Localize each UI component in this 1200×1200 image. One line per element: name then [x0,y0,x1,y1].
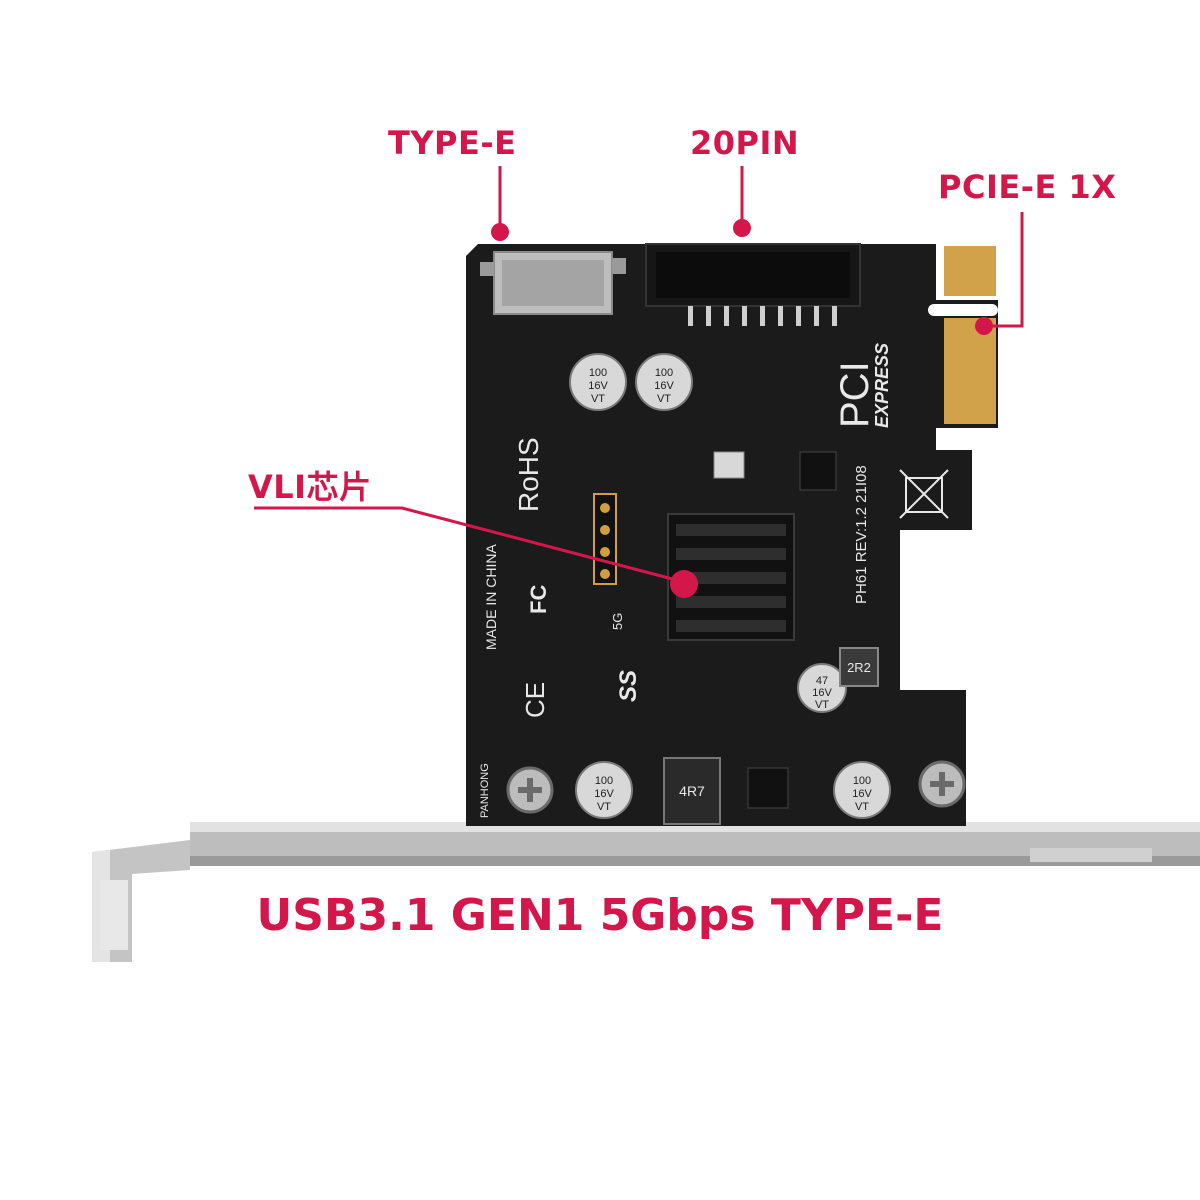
mounting-screw [506,766,554,814]
cap-label: 16V [588,380,608,392]
callout-lines [254,166,1024,598]
cap-label: VT [657,393,671,405]
cap-label: 100 [589,367,607,379]
pci-logo-text: PCI [833,361,877,428]
cap-label: 100 [853,775,871,787]
product-caption: USB3.1 GEN1 5Gbps TYPE-E [256,890,944,941]
20pin-connector [645,243,861,326]
svg-text:2R2: 2R2 [847,660,871,675]
capacitor-group [569,353,891,819]
brand-text: PANHONG [479,763,491,818]
pcie-gold-fingers [928,246,998,424]
cap-label: 16V [852,788,872,800]
cap-label: 100 [655,367,673,379]
cap-label: VT [597,801,611,813]
callout-20pin: 20PIN [690,124,800,162]
vli-chip-heatsink [667,513,795,641]
inductor-small: 2R2 [839,647,879,687]
ic-u2 [799,451,837,491]
mounting-screw [918,760,966,808]
express-logo-text: EXPRESS [872,343,892,428]
type-e-connector [480,251,626,315]
rohs-mark: RoHS [513,437,544,512]
superspeed-logo: SS [615,670,642,702]
made-in-china-text: MADE IN CHINA [483,544,499,650]
revision-text: PH61 REV:1.2 21I08 [853,465,870,604]
inductor-large: 4R7 [663,757,721,825]
crystal [713,451,745,479]
svg-text:4R7: 4R7 [679,783,705,799]
cap-label: VT [815,699,829,711]
cn2-header [593,493,617,585]
ce-mark: CE [520,682,550,718]
cap-label: 16V [812,687,832,699]
cap-label: 100 [595,775,613,787]
metal-bracket [92,822,1200,962]
cap-label: VT [591,393,605,405]
cap-label: 16V [654,380,674,392]
fc-mark: FC [526,585,551,614]
cap-label: VT [855,801,869,813]
callout-type-e: TYPE-E [388,124,517,162]
weee-bin-icon [899,469,949,519]
callout-pcie: PCIE-E 1X [938,168,1117,206]
superspeed-5g-text: 5G [610,613,625,630]
ic-u4 [747,767,789,809]
callout-vli-chip: VLI芯片 [248,468,372,506]
cap-label: 47 [816,675,828,687]
cap-label: 16V [594,788,614,800]
